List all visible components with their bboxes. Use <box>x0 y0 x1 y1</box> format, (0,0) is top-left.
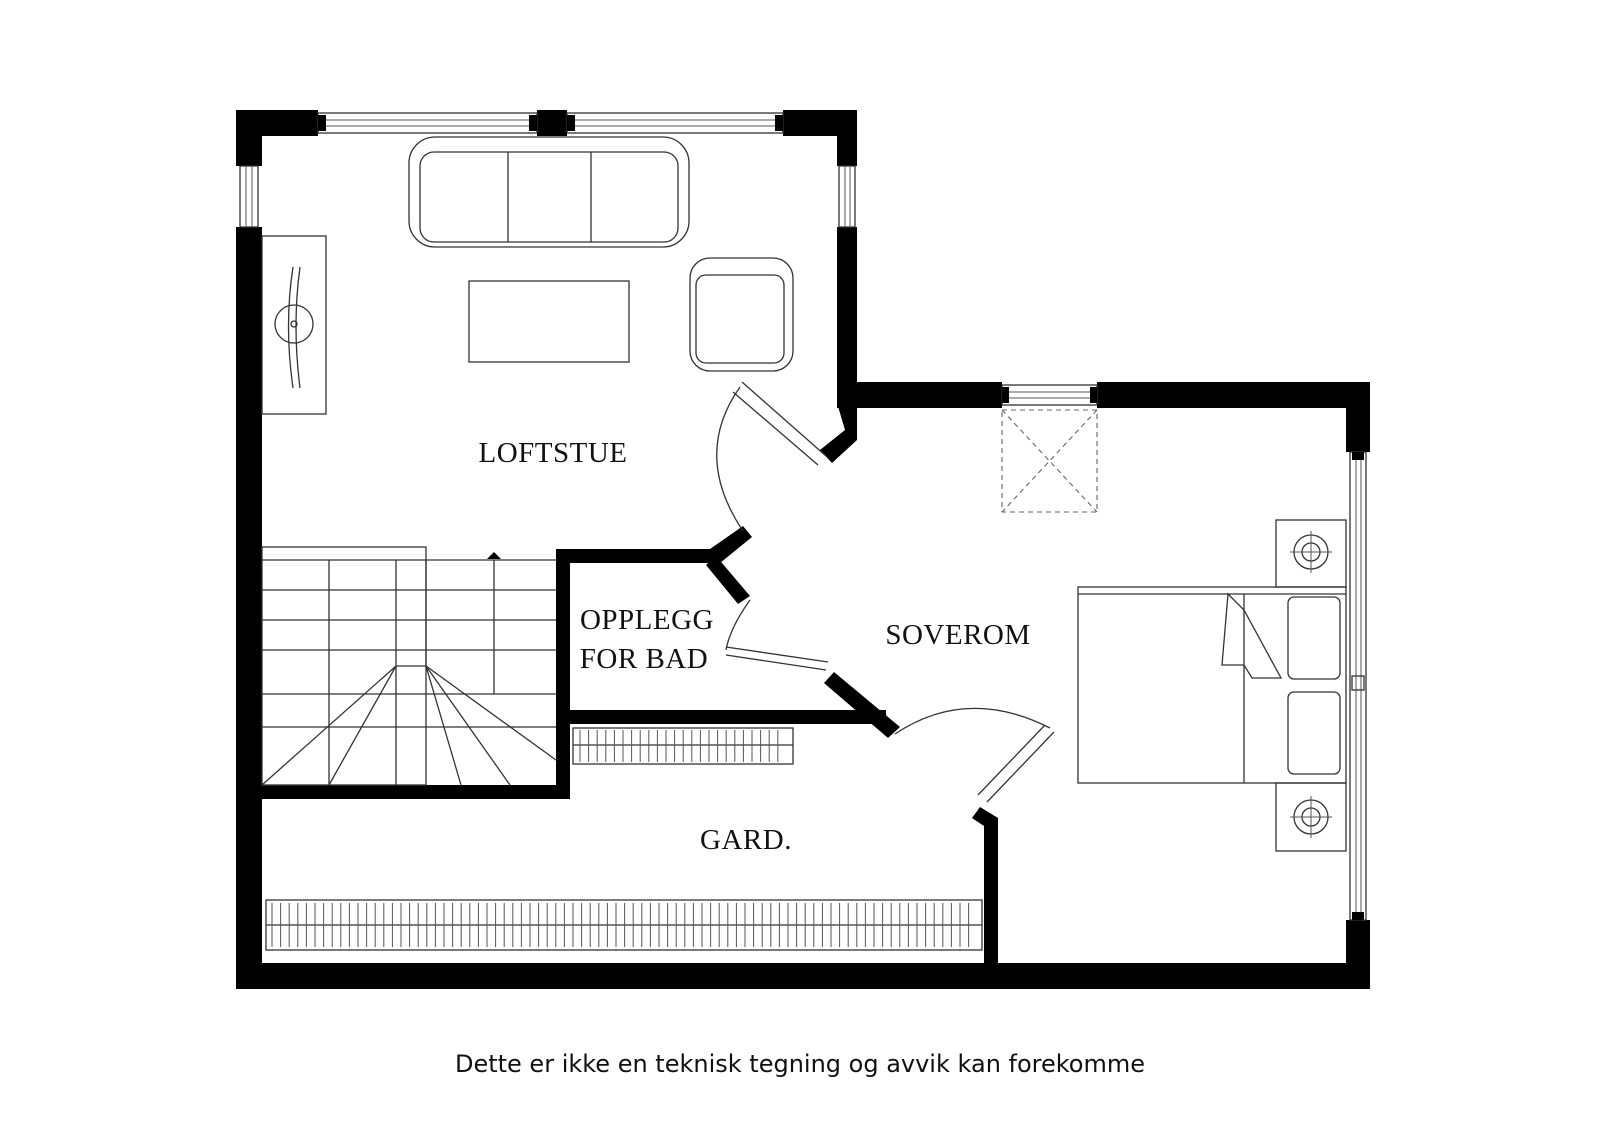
bed <box>1077 586 1347 784</box>
sofa <box>408 136 690 248</box>
armchair <box>689 257 794 372</box>
window-top-right <box>566 112 784 134</box>
sideboard <box>261 235 327 415</box>
door-garderobe <box>894 707 1055 803</box>
disclaimer-text: Dette er ikke en teknisk tegning og avvi… <box>454 1050 1146 1078</box>
door-loftstue <box>716 381 827 532</box>
window-left-wall <box>239 165 259 228</box>
nightstand-bottom <box>1275 782 1347 852</box>
walls <box>236 110 1370 989</box>
door-bad <box>725 599 829 671</box>
room-label-soverom: SOVEROM <box>885 619 1030 651</box>
room-label-loftstue: LOFTSTUE <box>479 437 628 469</box>
wardrobe-rail-upper <box>572 727 794 765</box>
room-label-opplegg-line2: FOR BAD <box>580 643 708 675</box>
staircase <box>261 546 557 786</box>
nightstand-top <box>1275 519 1347 588</box>
pillow <box>1287 691 1341 775</box>
room-label-opplegg-line1: OPPLEGG <box>580 604 714 636</box>
window-bedroom-top <box>1001 384 1098 406</box>
window-right-wall <box>838 165 856 228</box>
room-label-gard: GARD. <box>700 824 792 856</box>
coffee-table <box>468 280 630 363</box>
skylight <box>1001 409 1098 513</box>
pillow <box>1287 596 1341 680</box>
window-bedroom-right <box>1349 451 1367 921</box>
window-top-left <box>317 112 538 134</box>
windows <box>239 112 1367 921</box>
wardrobe-rail-lower <box>265 899 983 951</box>
